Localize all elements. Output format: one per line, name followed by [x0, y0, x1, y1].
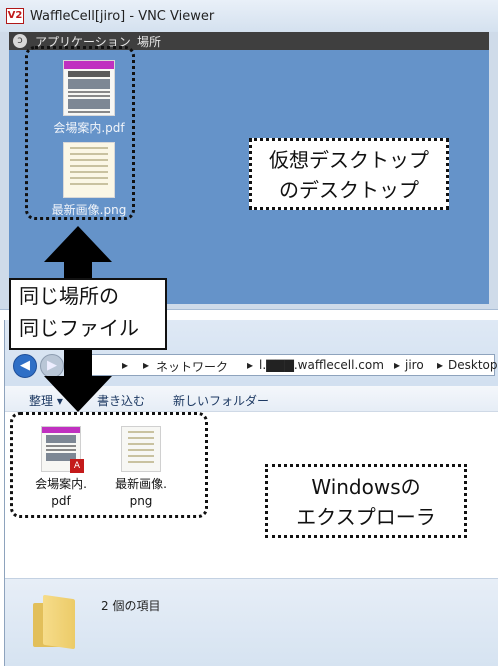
- file-label-line: png: [129, 494, 153, 508]
- folder-icon: [33, 594, 75, 650]
- vnc-title-bar[interactable]: V2 WaffleCell[jiro] - VNC Viewer: [0, 0, 498, 32]
- breadcrumb-jiro[interactable]: jiro: [405, 358, 424, 372]
- gnome-foot-icon[interactable]: ↄ: [13, 34, 27, 48]
- address-bar[interactable]: ▸ ▸ ネットワーク ▸ l.▇▇▇.wafflecell.com ▸ jiro…: [91, 354, 498, 376]
- desktop-files-highlight: [25, 46, 135, 220]
- vnc-logo-icon: V2: [6, 8, 24, 24]
- explorer-callout: Windowsの エクスプローラ: [265, 464, 467, 538]
- details-pane: 2 個の項目: [5, 578, 498, 666]
- breadcrumb-host[interactable]: l.▇▇▇.wafflecell.com: [259, 358, 384, 372]
- breadcrumb-separator-icon[interactable]: ▸: [394, 358, 401, 372]
- png-thumbnail-icon: [63, 142, 115, 198]
- breadcrumb-separator-icon[interactable]: ▸: [247, 358, 254, 372]
- same-file-callout: 同じ場所の 同じファイル: [9, 278, 167, 350]
- new-folder-button[interactable]: 新しいフォルダー: [173, 394, 270, 408]
- breadcrumb-separator-icon[interactable]: ▸: [143, 358, 150, 372]
- callout-line: 同じ場所の: [19, 284, 119, 308]
- callout-line: のデスクトップ: [279, 178, 419, 202]
- forward-arrow-icon[interactable]: ▶: [40, 354, 64, 378]
- breadcrumb-network[interactable]: ネットワーク: [156, 360, 229, 374]
- callout-line: Windowsの: [311, 475, 421, 499]
- burn-button[interactable]: 書き込む: [97, 394, 146, 408]
- desktop-file-label: 会場案内.pdf: [53, 121, 125, 135]
- menu-applications[interactable]: アプリケーション: [35, 35, 131, 49]
- organize-button[interactable]: 整理 ▾: [29, 394, 63, 408]
- file-label-line: 会場案内.: [35, 477, 87, 491]
- callout-line: 同じファイル: [19, 316, 139, 340]
- back-arrow-icon[interactable]: ◀: [13, 354, 37, 378]
- acrobat-badge-icon: A: [70, 459, 84, 473]
- file-item-png[interactable]: 最新画像. png: [106, 426, 176, 510]
- breadcrumb-separator-icon[interactable]: ▸: [437, 358, 444, 372]
- explorer-files-highlight: [10, 412, 208, 518]
- desktop-file-png[interactable]: 最新画像.png: [34, 142, 144, 218]
- file-label: 最新画像. png: [106, 476, 176, 510]
- virtual-desktop-callout: 仮想デスクトップ のデスクトップ: [249, 138, 449, 210]
- callout-line: エクスプローラ: [296, 505, 436, 529]
- file-label-line: pdf: [51, 494, 71, 508]
- pdf-file-icon: A: [41, 426, 84, 473]
- item-count: 2 個の項目: [101, 599, 161, 613]
- menu-places[interactable]: 場所: [137, 35, 162, 49]
- breadcrumb-desktop[interactable]: Desktop: [448, 358, 498, 372]
- pdf-thumbnail-icon: [63, 60, 115, 116]
- file-item-pdf[interactable]: A 会場案内. pdf: [26, 426, 96, 510]
- desktop-file-pdf[interactable]: 会場案内.pdf: [34, 60, 144, 136]
- gnome-panel: ↄ アプリケーション 場所: [9, 32, 489, 50]
- window-title: WaffleCell[jiro] - VNC Viewer: [30, 9, 215, 24]
- png-file-icon: [121, 426, 161, 472]
- file-label-line: 最新画像.: [115, 477, 167, 491]
- file-label: 会場案内. pdf: [26, 476, 96, 510]
- desktop-file-label: 最新画像.png: [51, 203, 127, 217]
- callout-line: 仮想デスクトップ: [269, 148, 429, 172]
- breadcrumb-separator-icon[interactable]: ▸: [122, 358, 129, 372]
